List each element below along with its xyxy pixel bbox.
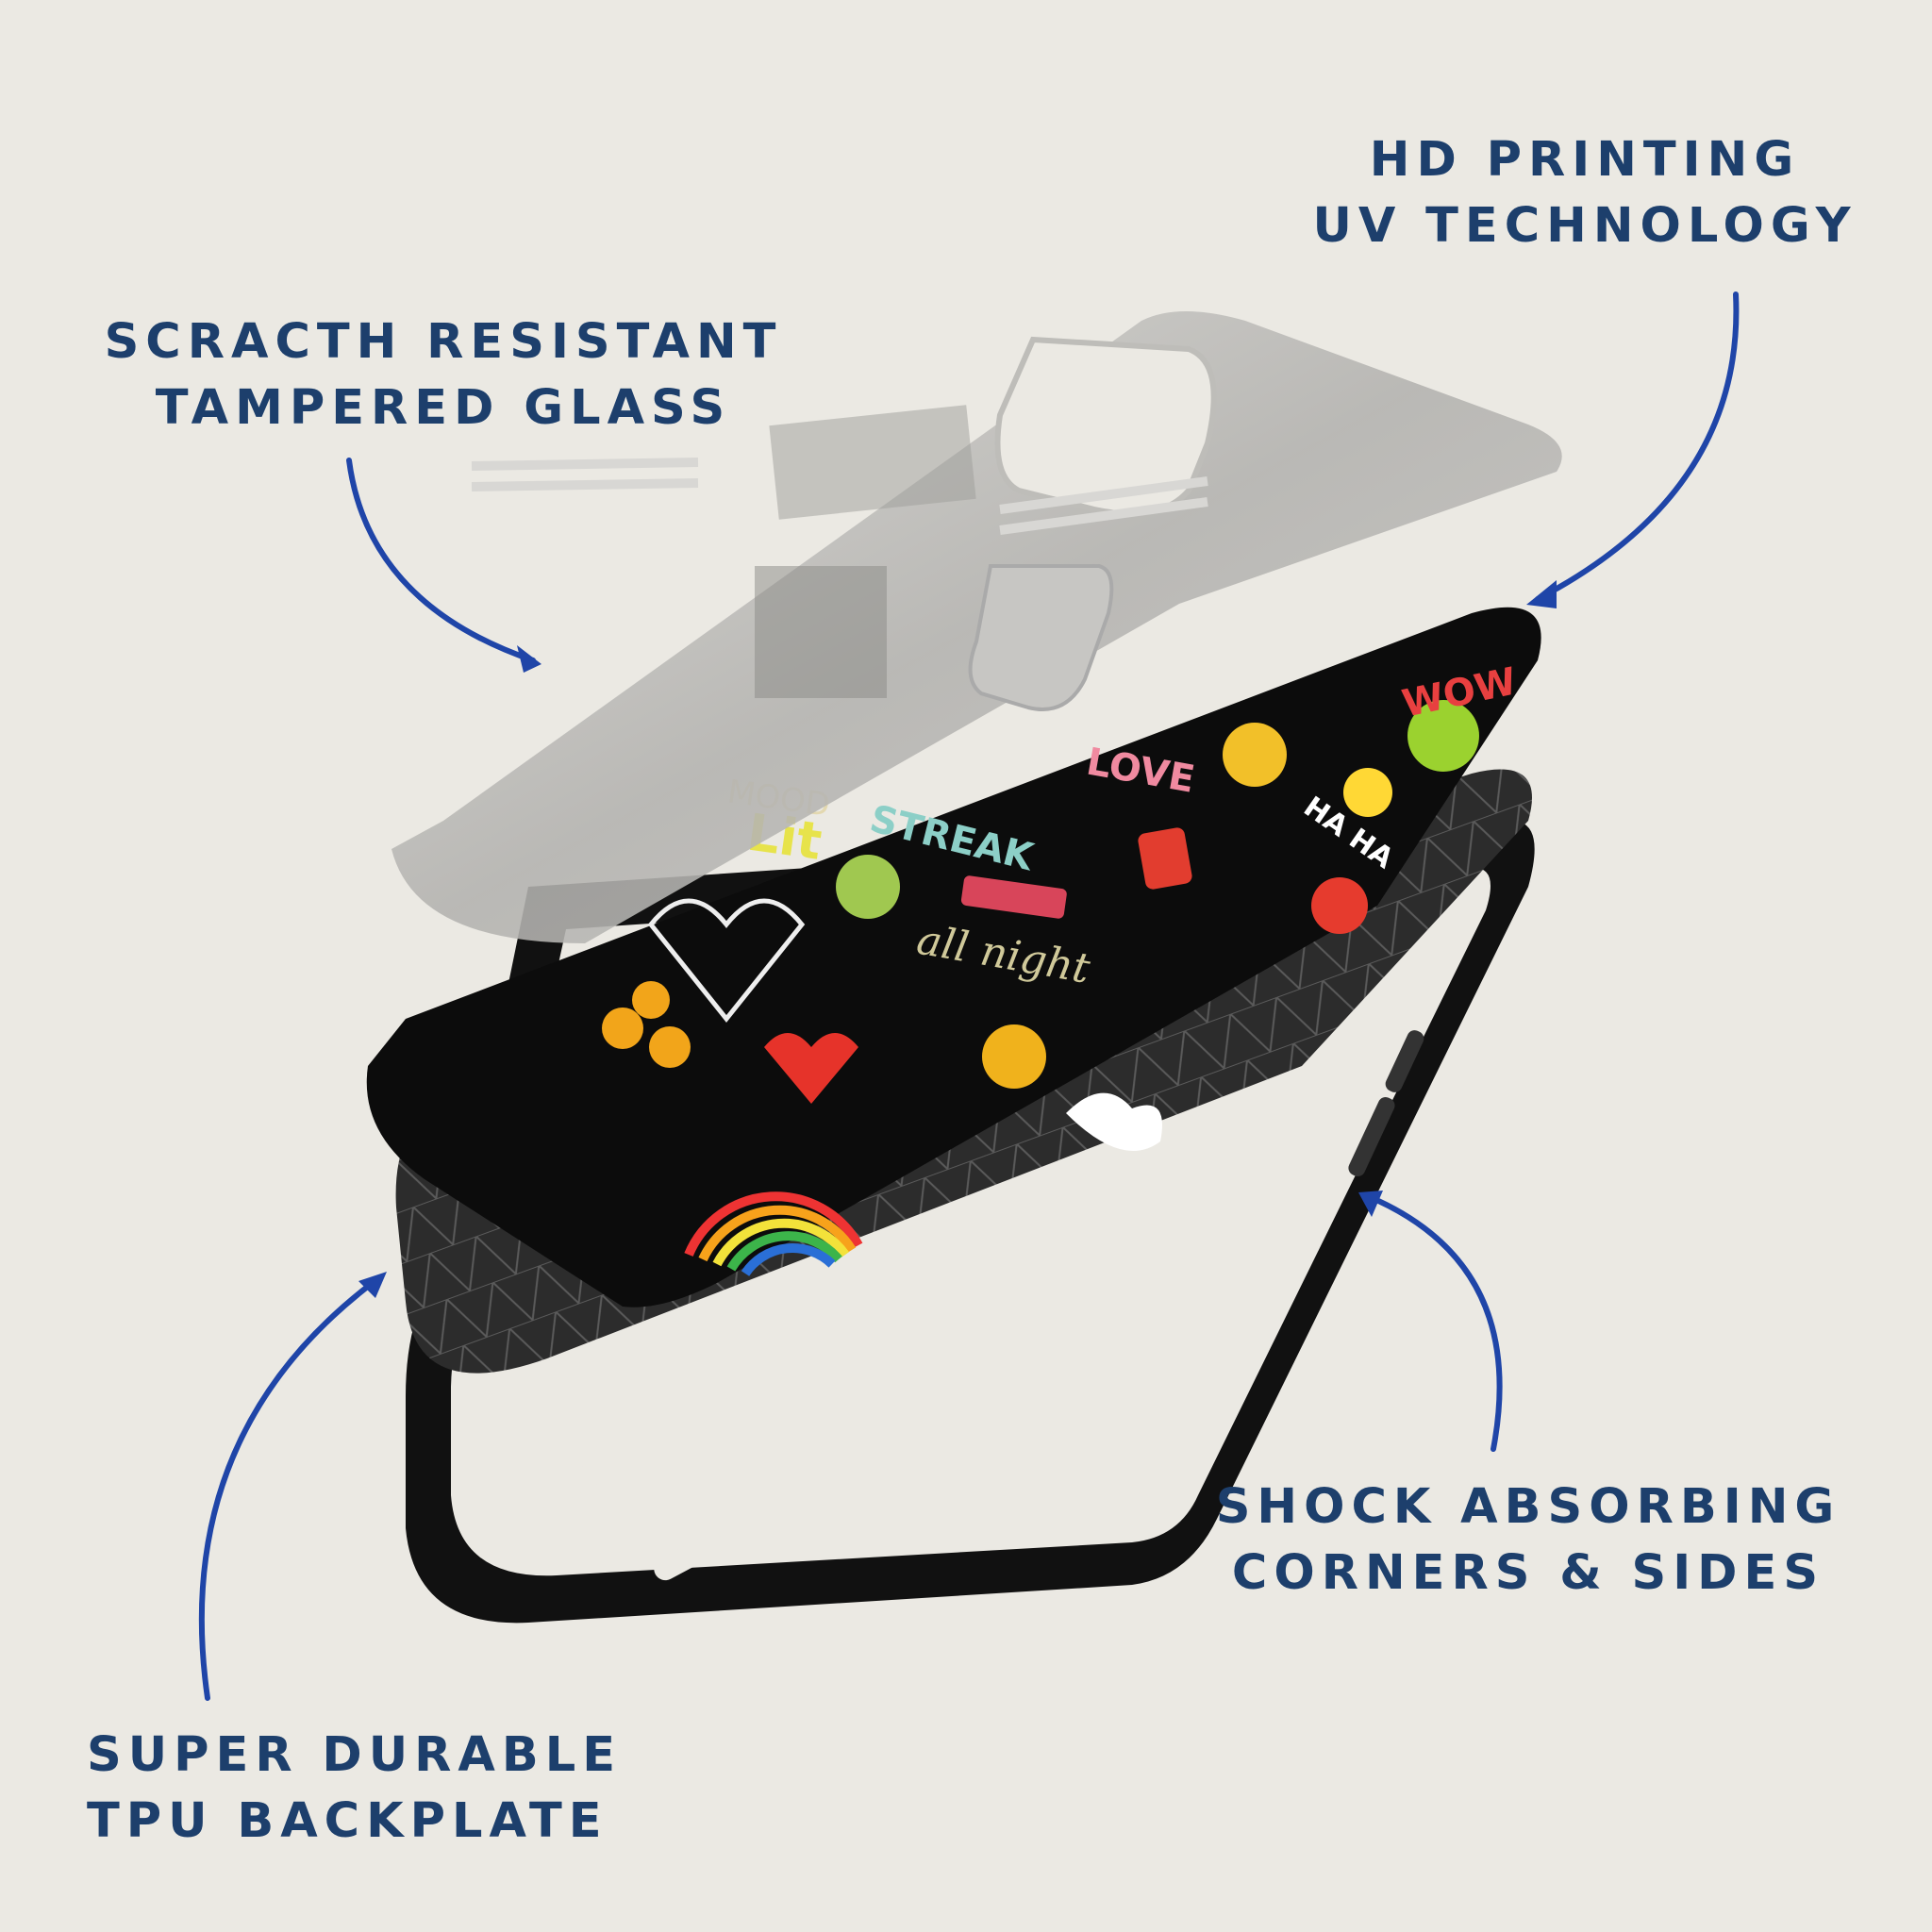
glass-layer (391, 311, 1562, 943)
shock-label-line-1: SHOCK ABSORBING (1215, 1479, 1841, 1535)
arrow-icon (1526, 580, 1557, 608)
printing-feature-label: HD PRINTING UV TECHNOLOGY (1264, 127, 1906, 259)
arrow-icon (517, 645, 541, 673)
arrow-icon (1535, 291, 1740, 602)
shock-label-line-2: CORNERS & SIDES (1231, 1545, 1825, 1601)
glass-label-line-2: TAMPERED GLASS (155, 380, 732, 436)
glass-label-line-1: SCRACTH RESISTANT (104, 314, 783, 370)
arrow-icon (1365, 1193, 1503, 1452)
printing-label-line-2: UV TECHNOLOGY (1312, 198, 1857, 254)
backplate-label-line-2: TPU BACKPLATE (87, 1793, 608, 1849)
arrow-icon (346, 458, 536, 663)
backplate-label-line-1: SUPER DURABLE (87, 1727, 623, 1783)
shock-feature-label: SHOCK ABSORBING CORNERS & SIDES (1151, 1474, 1906, 1607)
backplate-feature-label: SUPER DURABLE TPU BACKPLATE (87, 1723, 691, 1855)
arrow-icon (198, 1276, 380, 1701)
arrow-icon (358, 1272, 387, 1298)
glass-feature-label: SCRACTH RESISTANT TAMPERED GLASS (66, 309, 821, 441)
printing-label-line-1: HD PRINTING (1369, 132, 1801, 188)
arrow-icon (1358, 1191, 1383, 1217)
